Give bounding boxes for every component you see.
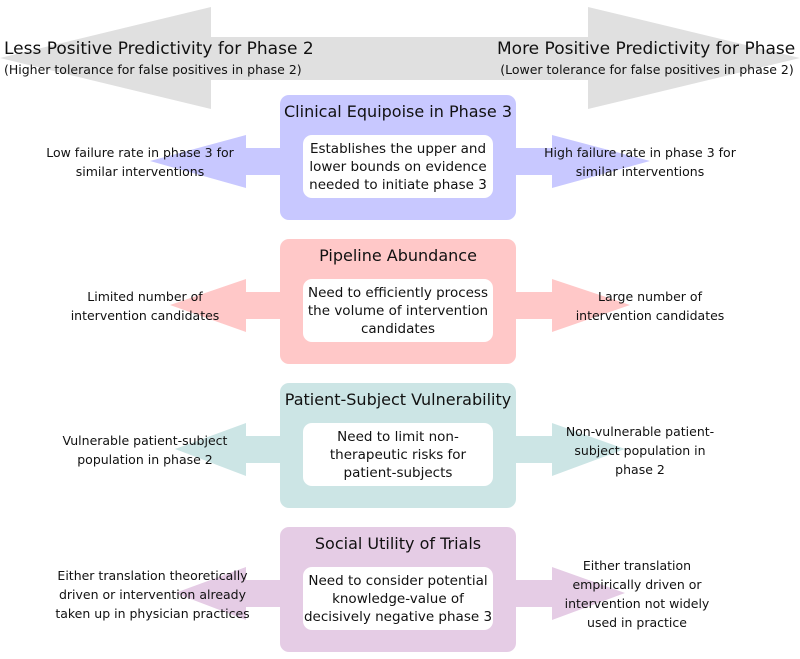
box-title: Patient-Subject Vulnerability bbox=[284, 390, 512, 409]
box-description: Establishes the upper and lower bounds o… bbox=[303, 135, 493, 198]
left-arrow-pipeline bbox=[170, 279, 290, 332]
box-title: Social Utility of Trials bbox=[314, 534, 482, 553]
left-pole-subtitle: (Higher tolerance for false positives in… bbox=[4, 62, 302, 77]
left-label: Low failure rate in phase 3 for similar … bbox=[46, 145, 234, 179]
big-double-arrow bbox=[0, 7, 800, 109]
right-pole-subtitle: (Lower tolerance for false positives in … bbox=[500, 62, 794, 77]
left-arrow-social-utility bbox=[175, 567, 290, 620]
left-arrow-vulnerability bbox=[175, 423, 290, 476]
box-title: Pipeline Abundance bbox=[319, 246, 477, 265]
box-description: Need to limit non-therapeutic risks for … bbox=[303, 423, 493, 486]
right-pole-title: More Positive Predictivity for Phase 2 bbox=[497, 39, 800, 59]
vulnerability-box: Patient-Subject Vulnerability Need to li… bbox=[280, 383, 516, 508]
left-label: Vulnerable patient-subject population in… bbox=[62, 433, 228, 467]
right-arrow-equipoise bbox=[510, 135, 650, 188]
box-description: Need to efficiently process the volume o… bbox=[303, 279, 493, 342]
equipoise-box: Clinical Equipoise in Phase 3 Establishe… bbox=[280, 95, 516, 220]
box-title: Clinical Equipoise in Phase 3 bbox=[284, 102, 512, 121]
left-pole-title: Less Positive Predictivity for Phase 2 bbox=[4, 39, 314, 59]
right-label: Large number of intervention candidates bbox=[575, 289, 725, 323]
right-arrow-social-utility bbox=[510, 567, 625, 620]
right-arrow-vulnerability bbox=[510, 423, 625, 476]
pipeline-box: Pipeline Abundance Need to efficiently p… bbox=[280, 239, 516, 364]
box-description: Need to consider potential knowledge-val… bbox=[303, 567, 493, 630]
left-label: Either translation theoretically driven … bbox=[55, 567, 250, 621]
left-label: Limited number of intervention candidate… bbox=[70, 289, 220, 323]
right-label: Non-vulnerable patient-subject populatio… bbox=[565, 423, 715, 477]
right-label: Either translation empirically driven or… bbox=[564, 558, 710, 630]
social-utility-box: Social Utility of Trials Need to conside… bbox=[280, 527, 516, 652]
left-arrow-equipoise bbox=[150, 135, 290, 188]
right-label: High failure rate in phase 3 for similar… bbox=[544, 145, 736, 179]
right-arrow-pipeline bbox=[510, 279, 630, 332]
